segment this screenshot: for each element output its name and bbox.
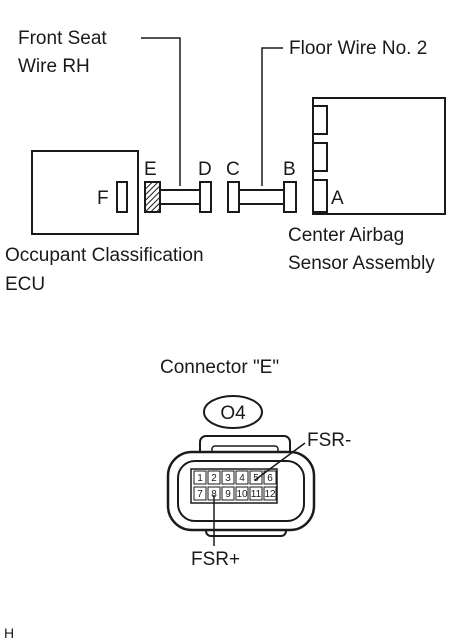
connector-a-socket: [312, 179, 328, 213]
connector-e-plug: [144, 181, 161, 213]
pin-cell: [235, 486, 249, 501]
pin-label: 8: [211, 489, 217, 500]
pin-label: 10: [236, 489, 248, 500]
pin-label: 7: [197, 489, 203, 500]
connector-view-title: Connector "E": [160, 357, 279, 378]
connector-c-letter: C: [226, 159, 240, 180]
pin-cell: [221, 470, 235, 485]
pin-label: 1: [197, 473, 203, 484]
fsr-minus-leader: [254, 442, 306, 481]
pin-label: 12: [264, 489, 276, 500]
floor-wire-harness: [238, 189, 285, 205]
occupant-ecu-box: [31, 150, 139, 235]
connector-e-letter: E: [144, 159, 157, 180]
pin-label: 11: [251, 489, 262, 500]
pin-label: 9: [225, 489, 231, 500]
floor-wire-label: Floor Wire No. 2: [289, 38, 427, 59]
pin-cell: [207, 470, 221, 485]
pin-label: 2: [211, 473, 217, 484]
pin-cell: [235, 470, 249, 485]
connector-housing-inner: [177, 460, 305, 522]
pin-cell: [221, 486, 235, 501]
pin-cell: [249, 470, 263, 485]
pin-cell: [263, 486, 277, 501]
fsr-plus-label: FSR+: [191, 549, 240, 570]
connector-code: O4: [220, 403, 246, 424]
floor-wire-leader: [261, 47, 283, 186]
front-seat-wire-harness: [159, 189, 201, 205]
airbag-sensor-name-line1: Center Airbag: [288, 225, 404, 246]
pin-label: 6: [267, 473, 273, 484]
connector-c-plug: [227, 181, 240, 213]
connector-d-letter: D: [198, 159, 212, 180]
front-seat-wire-label-line2: Wire RH: [18, 56, 90, 77]
figure-code: H: [4, 625, 14, 641]
connector-d-plug: [199, 181, 212, 213]
fsr-minus-label: FSR-: [307, 430, 351, 451]
connector-b-plug: [283, 181, 297, 213]
pin-cell: [263, 470, 277, 485]
front-seat-wire-label-line1: Front Seat: [18, 28, 107, 49]
pin-cell: [193, 470, 207, 485]
connector-b-letter: B: [283, 159, 296, 180]
connector-code-oval: [203, 395, 263, 429]
connector-a-letter: A: [331, 188, 344, 209]
connector-f-letter: F: [97, 188, 109, 209]
pin-cell: [249, 486, 263, 501]
occupant-ecu-name-line1: Occupant Classification: [5, 245, 204, 266]
pin-label: 3: [225, 473, 231, 484]
airbag-sensor-name-line2: Sensor Assembly: [288, 253, 435, 274]
connector-pin-field: [190, 468, 278, 504]
pin-label: 4: [239, 473, 245, 484]
connector-f-socket: [116, 181, 128, 213]
sensor-socket-1: [312, 105, 328, 135]
sensor-socket-2: [312, 142, 328, 172]
pin-cell: [193, 486, 207, 501]
front-seat-wire-leader: [141, 37, 181, 186]
occupant-ecu-name-line2: ECU: [5, 274, 45, 295]
pin-row-bottom: 7 8 9 10 11 12: [193, 486, 277, 501]
